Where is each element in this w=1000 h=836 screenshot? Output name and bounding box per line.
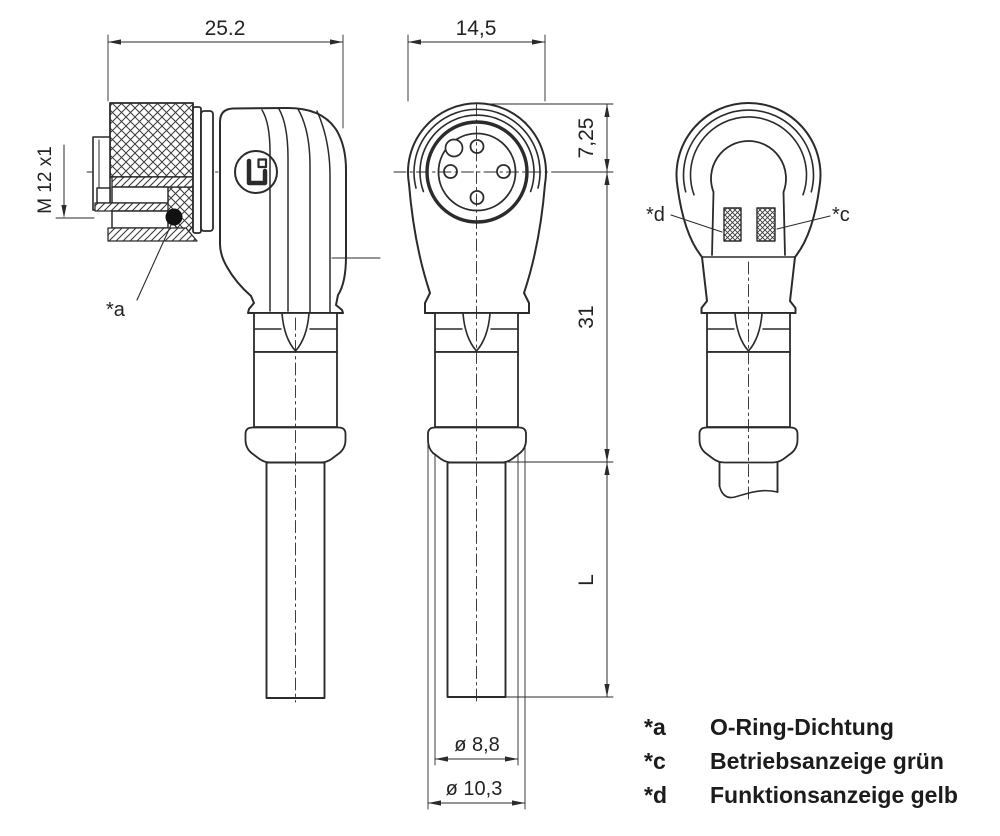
dim-arrow [604,462,610,475]
thread-section-hatch [94,202,169,212]
dim-extension [407,34,546,102]
knurled-nut [109,102,194,178]
thread-sleeve [111,186,169,204]
nut-rear-face [192,106,202,234]
collar [427,426,527,464]
pin-hole [469,190,485,205]
washer-tab [96,187,111,204]
dim-extension [107,34,344,129]
insert-body [111,210,169,229]
led-yellow-leader-line [670,214,723,233]
led-window-yellow [723,207,742,242]
legend-text: Funktionsanzeige gelb [710,781,958,808]
led-window-green [756,207,776,242]
front-view [407,102,547,810]
dim-arrow [604,172,610,185]
grip-body [219,107,347,314]
rear-view [670,101,831,501]
dim-arrow [435,756,448,762]
head-outline [407,102,547,185]
dim-arrow [408,39,421,45]
legend-row-oring: *a O-Ring-Dichtung [644,710,958,744]
brand-logo-icon [234,150,278,194]
dim-arrow [604,449,610,462]
thread-arrow [61,205,67,218]
callout-oring: *a [106,299,126,321]
legend: *a O-Ring-Dichtung *c Betriebsanzeige gr… [644,710,958,812]
pin-hole [443,164,458,179]
dim-arrow [512,800,525,806]
head-ring [682,109,815,193]
dimensions [107,34,614,806]
dim-width-front: 14,5 [456,17,497,40]
pin-hole [496,164,511,179]
dim-arrow [505,756,518,762]
dim-arrow [604,104,610,117]
head-ring [413,108,541,189]
diameter-extension-lines [427,432,526,810]
dim-cable-length: L [575,574,598,586]
dome-outline [710,140,787,256]
thread-label: M 12 x1 [35,146,56,214]
drawing-root: 25.2 14,5 7,25 31 L ø 8,8 ø 10,3 M 12 x1… [35,17,850,810]
oring-leader-line [136,224,172,301]
legend-key: *c [644,747,666,774]
grip-ridge-line [261,109,271,312]
grip-ridge-line [316,110,331,313]
grip-ridge-line [297,108,311,313]
nut-rear-collar [200,110,214,232]
body-taper-right [789,186,821,314]
dim-body-height: 31 [575,305,598,328]
thread-section-hatch [107,227,198,242]
head-outline [675,101,822,189]
dim-width-side: 25.2 [205,17,246,40]
body-taper-left [408,183,431,314]
relief-tulip [462,312,491,352]
legend-key: *a [644,713,666,740]
thread-section-hatch [111,176,197,188]
relief-tulip [734,312,763,352]
body-taper-left [676,186,708,314]
led-green-leader-line [776,215,831,230]
body-taper-right [523,183,546,314]
side-view [55,102,381,703]
dim-arrow [532,39,545,45]
keyway-notch [444,138,464,158]
legend-row-yellow: *d Funktionsanzeige gelb [644,778,958,812]
collar [244,426,347,464]
dim-arrow [604,684,610,697]
labels: 25.2 14,5 7,25 31 L ø 8,8 ø 10,3 M 12 x1… [35,17,850,800]
grip-ridge-line [278,108,289,312]
cable-break-line [718,485,779,499]
dim-head-height: 7,25 [575,118,598,159]
o-ring-seal [165,208,183,226]
legend-row-green: *c Betriebsanzeige grün [644,744,958,778]
dim-collar-diameter: ø 10,3 [446,778,503,800]
dim-arrow [604,159,610,172]
legend-text: O-Ring-Dichtung [710,713,894,740]
head-ring [689,116,808,196]
dim-neck-diameter: ø 8,8 [454,734,500,756]
head-ring [419,114,535,193]
dim-arrow [108,39,121,45]
legend-text: Betriebsanzeige grün [710,747,944,774]
callout-led-green: *c [832,204,850,226]
pin-hole [469,139,485,154]
legend-key: *d [644,781,667,808]
dim-arrow [330,39,343,45]
callout-led-yellow: *d [646,204,665,226]
dim-arrow [428,800,441,806]
